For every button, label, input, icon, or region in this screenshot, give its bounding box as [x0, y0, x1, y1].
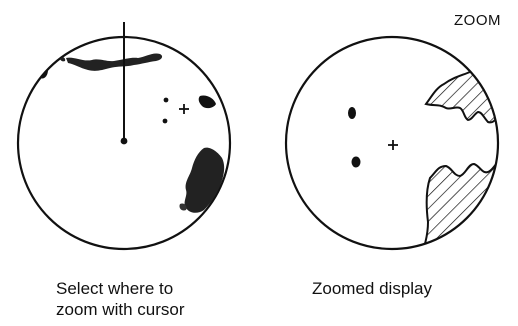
- caption-right: Zoomed display: [312, 278, 432, 299]
- zoom-mode-label: ZOOM: [454, 10, 501, 31]
- zoomed-land-lower: [420, 162, 518, 260]
- small-target-2: [163, 119, 168, 124]
- left-radar-display: [18, 22, 230, 249]
- right-radar-display: [286, 37, 518, 260]
- caption-left-line1: Select where to: [56, 278, 184, 299]
- caption-left: Select where to zoom with cursor: [56, 278, 184, 320]
- zoomed-target-2: [352, 157, 361, 168]
- small-target-1: [164, 98, 169, 103]
- zoomed-target-1: [348, 107, 356, 119]
- own-ship-dot: [121, 138, 128, 145]
- caption-left-line2: zoom with cursor: [56, 299, 184, 320]
